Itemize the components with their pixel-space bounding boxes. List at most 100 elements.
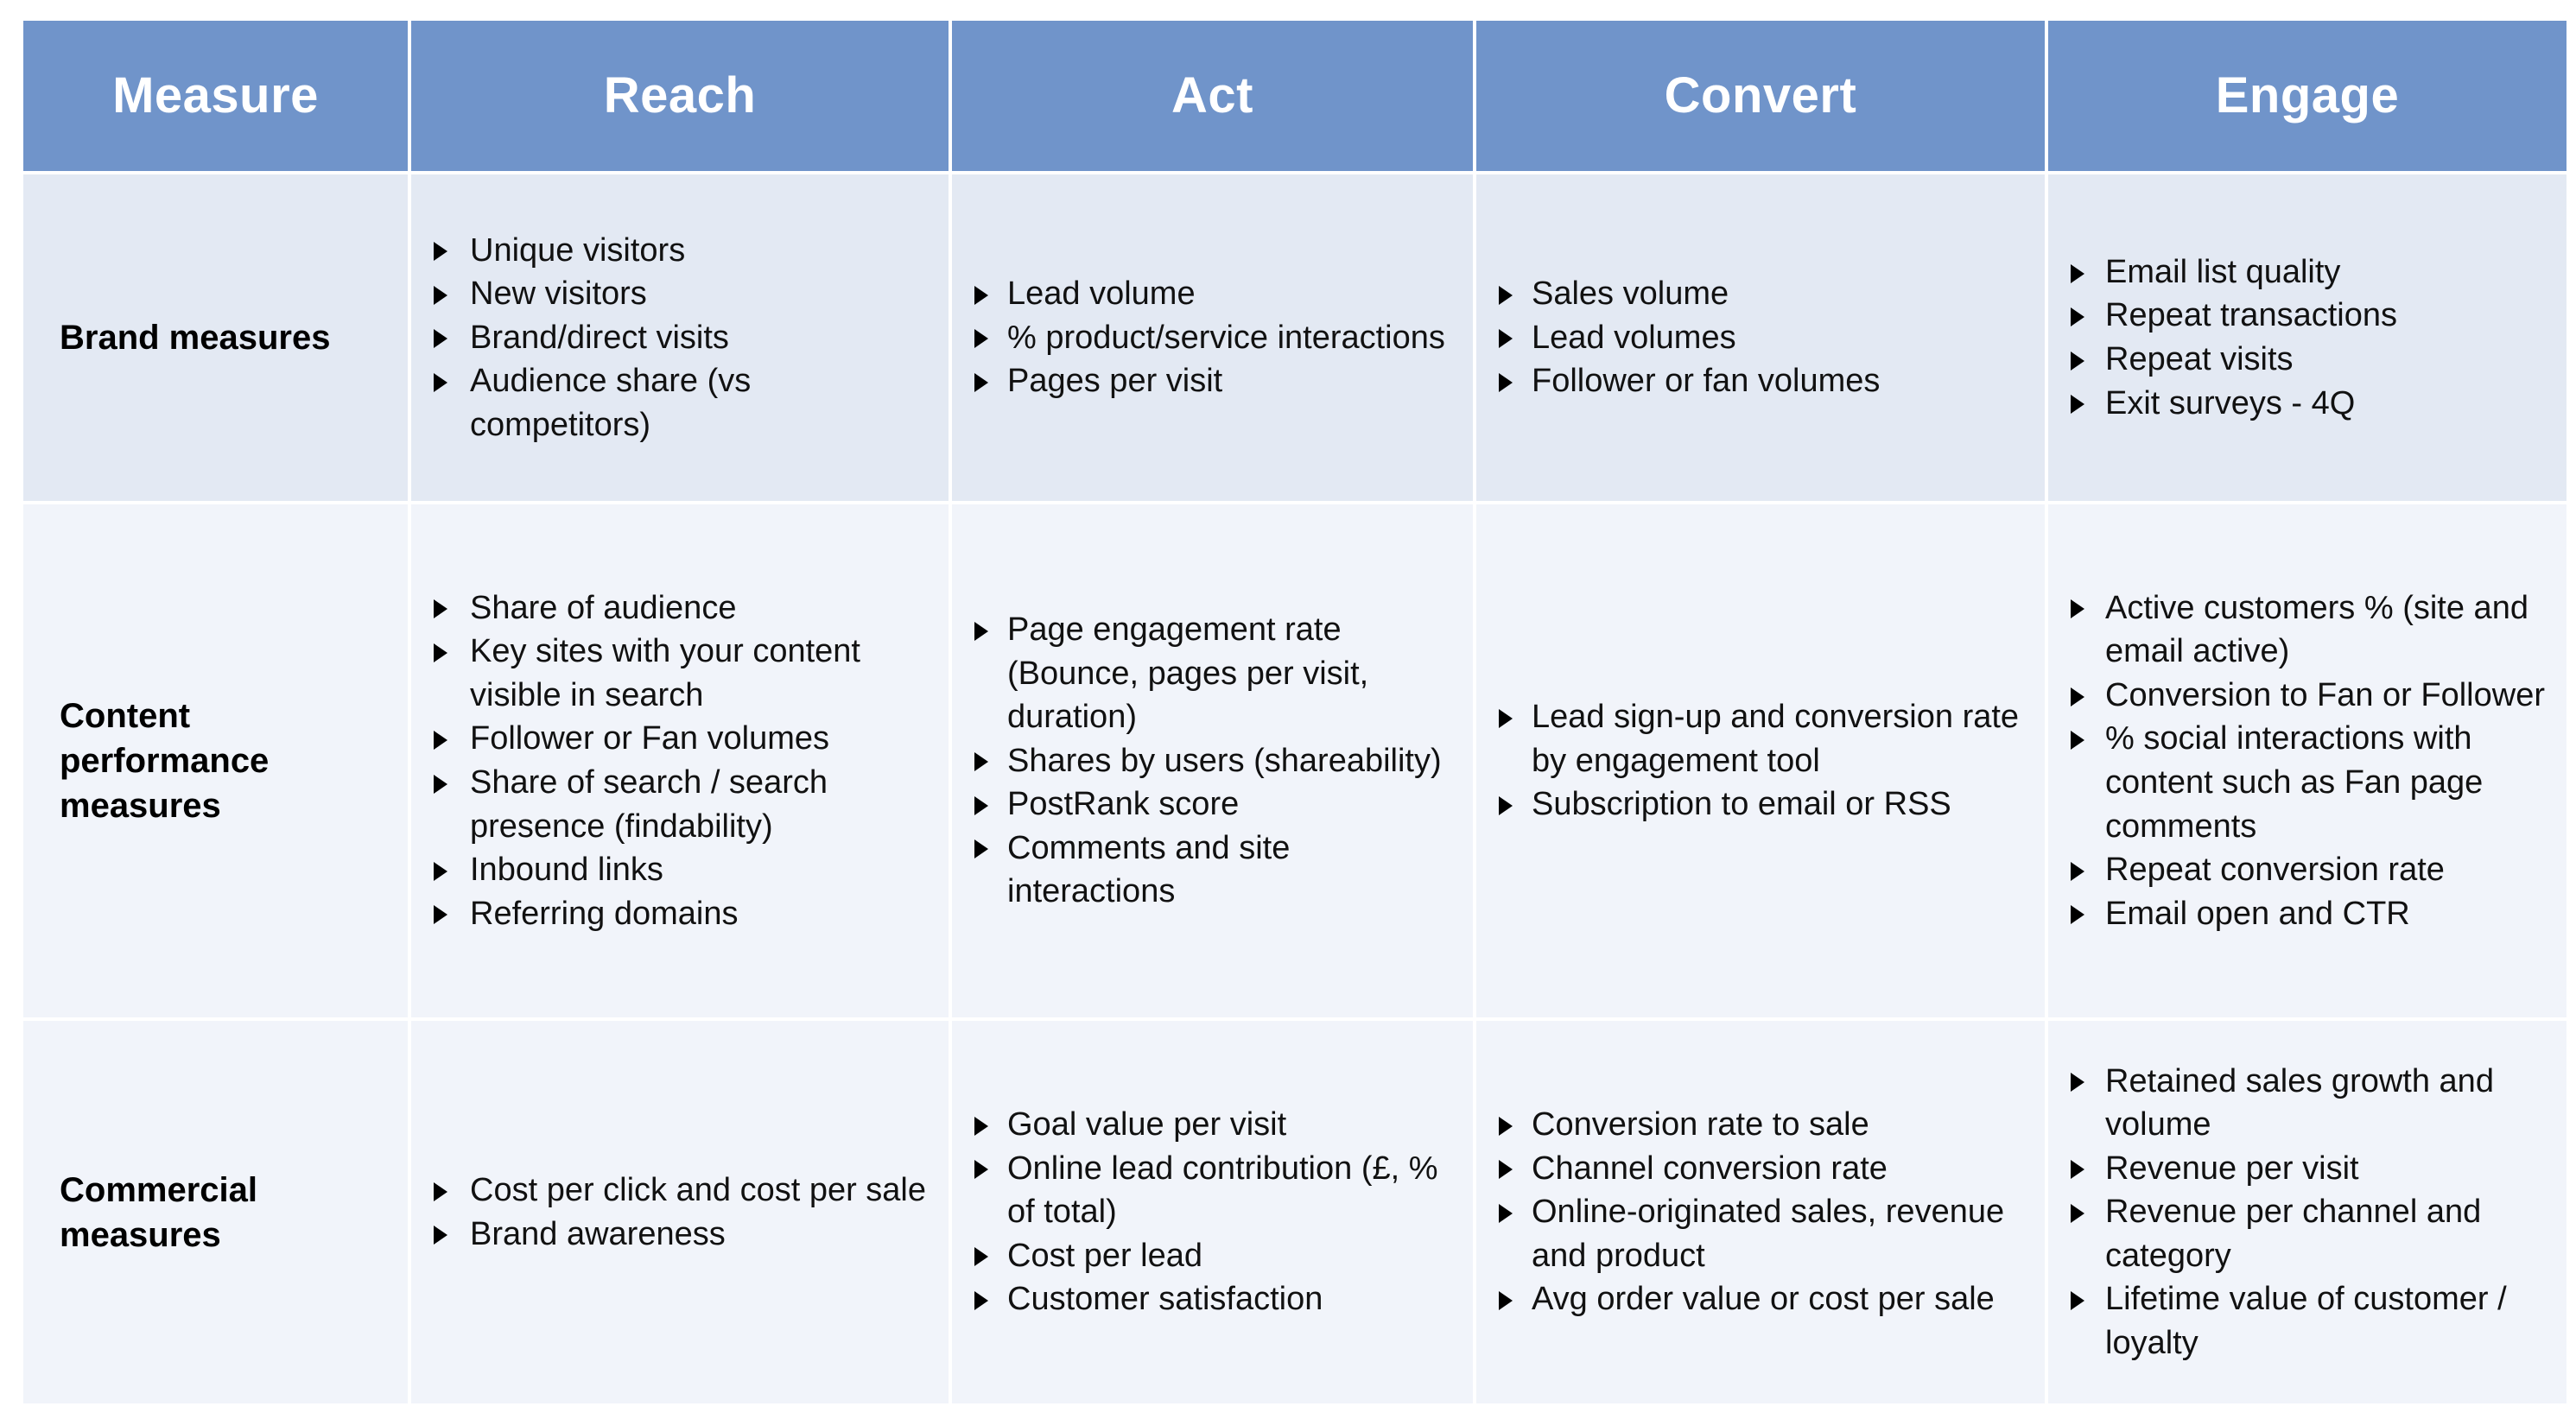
list-item: % social interactions with content such … [2067,717,2554,848]
row-label-cell-commercial: Commercial measures [23,1021,408,1403]
list-item-label: Email open and CTR [2105,895,2410,932]
list-item: Cost per lead [971,1234,1461,1278]
triangle-right-icon [2071,1073,2084,1093]
list-item: Referring domains [430,892,936,936]
list-item: Email list quality [2067,250,2554,295]
list-item-label: Active customers % (site and email activ… [2105,589,2528,670]
list-item-label: Inbound links [470,852,663,889]
row-label-commercial: Commercial measures [60,1170,257,1254]
list-item-label: Avg order value or cost per sale [1532,1281,1995,1318]
column-header-convert: Convert [1476,21,2045,171]
triangle-right-icon [2071,1290,2084,1310]
cell-brand-act: Lead volume % product/service interactio… [952,174,1473,501]
triangle-right-icon [1499,329,1513,349]
column-header-engage: Engage [2048,21,2566,171]
list-item-label: % social interactions with content such … [2105,720,2484,845]
list-item-label: Cost per lead [1007,1237,1203,1274]
triangle-right-icon [2071,861,2084,881]
list-item-label: Lifetime value of customer / loyalty [2105,1281,2507,1361]
cell-content-reach: Share of audience Key sites with your co… [411,504,949,1017]
column-header-engage-label: Engage [2215,67,2400,124]
triangle-right-icon [1499,1290,1513,1310]
triangle-right-icon [974,285,988,305]
list-item: Lead volumes [1495,316,2033,360]
list-item: Key sites with your content visible in s… [430,630,936,717]
bullet-list-brand-act: Lead volume % product/service interactio… [971,272,1461,403]
list-item: Lifetime value of customer / loyalty [2067,1277,2554,1365]
list-item-label: Conversion rate to sale [1532,1106,1869,1143]
list-item: Active customers % (site and email activ… [2067,586,2554,674]
list-item-label: Customer satisfaction [1007,1281,1323,1318]
bullet-list-content-convert: Lead sign-up and conversion rate by enga… [1495,695,2033,827]
triangle-right-icon [434,905,447,925]
measures-matrix-table: Measure Reach Act Convert Engage Brand m… [23,21,2566,1403]
cell-commercial-act: Goal value per visit Online lead contrib… [952,1021,1473,1403]
triangle-right-icon [1499,1116,1513,1136]
list-item-label: Goal value per visit [1007,1106,1287,1143]
bullet-list-commercial-convert: Conversion rate to sale Channel conversi… [1495,1103,2033,1321]
list-item: Lead volume [971,272,1461,316]
list-item-label: Share of search / search presence (finda… [470,764,828,845]
list-item-label: Comments and site interactions [1007,829,1291,910]
list-item: Goal value per visit [971,1103,1461,1147]
triangle-right-icon [974,1247,988,1267]
cell-commercial-convert: Conversion rate to sale Channel conversi… [1476,1021,2045,1403]
bullet-list-brand-convert: Sales volume Lead volumes Follower or fa… [1495,272,2033,403]
cell-brand-engage: Email list quality Repeat transactions R… [2048,174,2566,501]
list-item: % product/service interactions [971,316,1461,360]
triangle-right-icon [974,621,988,641]
triangle-right-icon [1499,285,1513,305]
list-item-label: PostRank score [1007,786,1240,823]
list-item: New visitors [430,272,936,316]
list-item: Share of search / search presence (finda… [430,761,936,848]
list-item: Share of audience [430,586,936,630]
triangle-right-icon [2071,307,2084,327]
list-item-label: Referring domains [470,895,739,932]
column-header-measure-label: Measure [112,67,319,124]
triangle-right-icon [2071,351,2084,371]
list-item-label: Lead volumes [1532,319,1736,356]
triangle-right-icon [434,643,447,662]
list-item: Audience share (vs competitors) [430,359,936,447]
list-item-label: Lead sign-up and conversion rate by enga… [1532,699,2020,779]
list-item: Retained sales growth and volume [2067,1060,2554,1147]
triangle-right-icon [434,329,447,349]
column-header-measure: Measure [23,21,408,171]
list-item: Unique visitors [430,229,936,273]
list-item: Follower or fan volumes [1495,359,2033,403]
bullet-list-content-engage: Active customers % (site and email activ… [2067,586,2554,935]
list-item-label: Cost per click and cost per sale [470,1171,927,1208]
list-item-label: Email list quality [2105,253,2341,290]
list-item-label: Follower or fan volumes [1532,363,1881,400]
list-item-label: Revenue per visit [2105,1150,2359,1187]
list-item-label: Retained sales growth and volume [2105,1062,2494,1143]
bullet-list-content-reach: Share of audience Key sites with your co… [430,586,936,935]
list-item-label: New visitors [470,276,647,313]
cell-commercial-reach: Cost per click and cost per sale Brand a… [411,1021,949,1403]
list-item-label: Unique visitors [470,231,686,269]
triangle-right-icon [974,752,988,772]
list-item-label: Share of audience [470,589,737,626]
bullet-list-commercial-engage: Retained sales growth and volume Revenue… [2067,1060,2554,1365]
list-item: Repeat visits [2067,338,2554,382]
triangle-right-icon [974,372,988,392]
list-item: Revenue per visit [2067,1147,2554,1191]
list-item: Online-originated sales, revenue and pro… [1495,1190,2033,1277]
list-item: Pages per visit [971,359,1461,403]
triangle-right-icon [2071,687,2084,706]
list-item-label: Subscription to email or RSS [1532,786,1951,823]
triangle-right-icon [2071,599,2084,619]
triangle-right-icon [974,839,988,859]
list-item-label: Brand awareness [470,1215,726,1252]
triangle-right-icon [434,731,447,751]
triangle-right-icon [2071,731,2084,751]
list-item: Repeat transactions [2067,294,2554,338]
triangle-right-icon [2071,395,2084,415]
bullet-list-brand-engage: Email list quality Repeat transactions R… [2067,250,2554,425]
triangle-right-icon [2071,1160,2084,1180]
list-item-label: Conversion to Fan or Follower [2105,676,2545,713]
triangle-right-icon [1499,1160,1513,1180]
triangle-right-icon [434,372,447,392]
triangle-right-icon [434,774,447,794]
cell-brand-convert: Sales volume Lead volumes Follower or fa… [1476,174,2045,501]
